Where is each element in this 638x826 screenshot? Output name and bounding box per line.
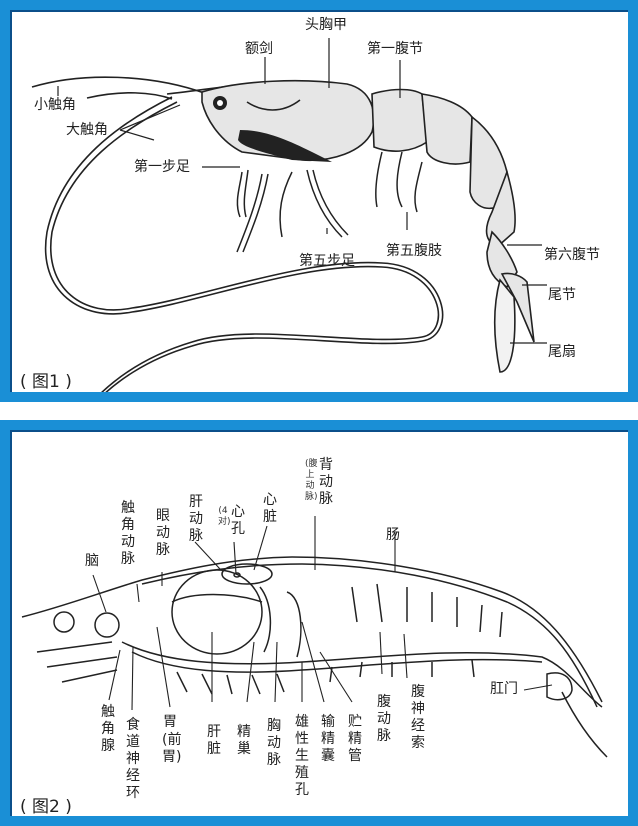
shrimp-external-anatomy-drawing: [31, 38, 547, 392]
label-dorsal-artery: 背动脉: [319, 457, 333, 507]
label-ostia: 心孔: [231, 504, 245, 537]
figure-1-caption: ( 图1 ): [20, 372, 72, 392]
label-male-genital-pore: 雄性生殖孔: [295, 714, 309, 798]
label-rostrum: 额剑: [245, 41, 273, 57]
figure-2-caption: ( 图2 ): [20, 797, 72, 816]
label-dorsal-artery-note: (腹上动脉): [305, 459, 318, 502]
label-sixth-abdominal-segment: 第六腹节: [544, 247, 600, 263]
label-head-thorax-shell: 头胸甲: [305, 17, 347, 33]
shrimp-internal-anatomy-drawing: [21, 516, 608, 758]
label-small-antenna: 小触角: [34, 97, 76, 113]
label-stomach-note: (前胃): [162, 732, 182, 765]
label-esophageal-nerve-ring: 食道神经环: [126, 717, 140, 801]
label-ventral-nerve-cord: 腹神经索: [411, 684, 425, 751]
label-sperm-duct: 贮精管: [348, 714, 362, 764]
label-first-walking-leg: 第一步足: [134, 159, 190, 175]
label-testis: 精巢: [237, 724, 251, 757]
label-antennal-gland: 触角腺: [101, 704, 115, 754]
label-stomach: 胃: [163, 714, 177, 730]
label-heart: 心脏: [263, 492, 277, 525]
label-brain: 脑: [85, 553, 99, 569]
label-thoracic-artery: 胸动脉: [267, 718, 281, 768]
label-hepatic-artery: 肝动脉: [189, 494, 203, 544]
label-anus: 肛门: [490, 681, 518, 697]
label-fifth-walking-leg: 第五步足: [299, 253, 355, 269]
figure-2-panel: 背动脉 (腹上动脉) 心脏 心孔 (4对) 肝动脉 眼动脉 触角动脉 脑 肠 触…: [0, 420, 638, 826]
figure-2-canvas: 背动脉 (腹上动脉) 心脏 心孔 (4对) 肝动脉 眼动脉 触角动脉 脑 肠 触…: [10, 430, 628, 816]
label-fifth-swimmeret: 第五腹肢: [386, 243, 442, 259]
label-antennal-artery: 触角动脉: [121, 500, 135, 567]
label-ophthalmic-artery: 眼动脉: [156, 508, 170, 558]
label-ostia-note: (4对): [218, 506, 231, 527]
label-tail-fan: 尾扇: [548, 344, 576, 360]
label-intestine: 肠: [386, 527, 400, 543]
label-first-abdominal-segment: 第一腹节: [367, 41, 423, 57]
figure-1-canvas: 头胸甲 额剑 第一腹节 小触角 大触角 第一步足 第五步足 第五腹肢 第六腹节 …: [10, 10, 628, 392]
label-abdominal-artery: 腹动脉: [377, 694, 391, 744]
label-large-antenna: 大触角: [66, 122, 108, 138]
label-telson: 尾节: [548, 287, 576, 303]
label-spermatophore-sac: 输精囊: [321, 714, 335, 764]
label-liver: 肝脏: [207, 724, 221, 757]
figure-1-panel: 头胸甲 额剑 第一腹节 小触角 大触角 第一步足 第五步足 第五腹肢 第六腹节 …: [0, 0, 638, 402]
